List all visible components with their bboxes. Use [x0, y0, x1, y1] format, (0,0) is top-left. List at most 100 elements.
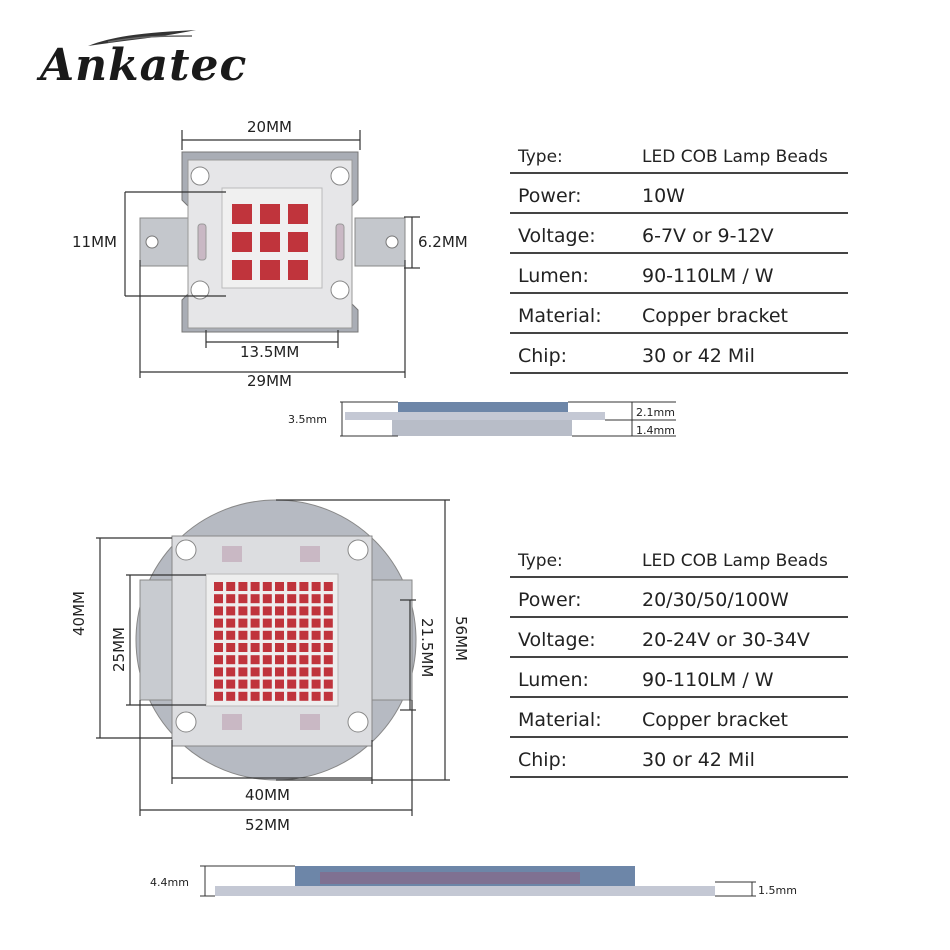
led-chip [311, 691, 321, 701]
led-chip [214, 691, 223, 701]
small-profile-top-label: 2.1mm [636, 406, 675, 419]
led-chip [323, 643, 333, 652]
led-chip [299, 630, 309, 640]
spec-value: 30 or 42 Mil [642, 749, 755, 771]
led-chip [232, 204, 252, 224]
led-chip [250, 667, 260, 677]
led-chip [262, 667, 272, 677]
led-chip [214, 582, 223, 591]
led-chip [323, 582, 333, 591]
led-chip [262, 679, 272, 689]
led-chip [250, 594, 260, 604]
spec-key: Material: [518, 709, 602, 731]
led-chip [299, 691, 309, 701]
led-chip [214, 606, 223, 616]
led-chip [299, 618, 309, 628]
small-led-array [232, 204, 308, 280]
led-chip [214, 594, 223, 604]
spec-key: Type: [518, 551, 563, 571]
large-right-height-label: 21.5MM [418, 618, 436, 678]
led-chip [262, 691, 272, 701]
led-chip [232, 232, 252, 252]
spec-key: Power: [518, 185, 582, 207]
spec-key: Voltage: [518, 629, 596, 651]
led-chip [287, 630, 297, 640]
led-chip [238, 630, 248, 640]
led-chip [250, 582, 260, 591]
led-chip [323, 630, 333, 640]
led-chip [226, 691, 236, 701]
spec-row: Lumen:90-110LM / W [510, 658, 848, 698]
spec-key: Chip: [518, 345, 568, 367]
led-chip [238, 618, 248, 628]
led-chip [238, 606, 248, 616]
led-chip [275, 691, 284, 701]
led-chip [287, 691, 297, 701]
led-chip [287, 618, 297, 628]
led-chip [250, 679, 260, 689]
small-spec-table: Type:LED COB Lamp Beads Power:10W Voltag… [510, 142, 848, 374]
led-chip [214, 630, 223, 640]
led-chip [311, 630, 321, 640]
led-chip [287, 643, 297, 652]
led-chip [287, 679, 297, 689]
led-chip [299, 643, 309, 652]
spec-value: 20/30/50/100W [642, 589, 789, 611]
led-chip [311, 655, 321, 665]
led-chip [275, 630, 284, 640]
led-chip [262, 630, 272, 640]
spec-row: Material:Copper bracket [510, 294, 848, 334]
spec-row: Power:10W [510, 174, 848, 214]
led-chip [311, 667, 321, 677]
led-chip [250, 618, 260, 628]
spec-row: Chip: 30 or 42 Mil [510, 334, 848, 374]
small-inner-width-label: 13.5MM [240, 343, 300, 361]
led-chip [323, 691, 333, 701]
led-chip [323, 655, 333, 665]
spec-row: Type:LED COB Lamp Beads [510, 142, 848, 174]
led-chip [214, 655, 223, 665]
spec-value: Copper bracket [642, 709, 788, 731]
led-chip [299, 582, 309, 591]
led-chip [260, 260, 280, 280]
spec-value: 30 or 42 Mil [642, 345, 755, 367]
led-chip [226, 594, 236, 604]
led-chip [311, 679, 321, 689]
led-chip [226, 618, 236, 628]
led-chip [299, 606, 309, 616]
led-chip [287, 582, 297, 591]
small-left-height-label: 11MM [72, 233, 117, 251]
led-chip [262, 655, 272, 665]
spec-key: Power: [518, 589, 582, 611]
led-chip [275, 679, 284, 689]
led-chip [287, 655, 297, 665]
spec-row: Material: Copper bracket [510, 698, 848, 738]
led-chip [275, 643, 284, 652]
led-chip [238, 643, 248, 652]
led-chip [238, 594, 248, 604]
led-chip [238, 655, 248, 665]
spec-value: 90-110LM / W [642, 669, 774, 691]
led-chip [288, 260, 308, 280]
large-inner-height-label: 25MM [110, 627, 128, 672]
led-chip [323, 679, 333, 689]
led-chip [275, 618, 284, 628]
led-chip [226, 582, 236, 591]
led-chip [226, 655, 236, 665]
led-chip [238, 582, 248, 591]
led-chip [250, 606, 260, 616]
led-chip [275, 667, 284, 677]
led-chip [311, 582, 321, 591]
led-chip [323, 606, 333, 616]
large-inner-width-label: 40MM [245, 786, 290, 804]
led-chip [226, 606, 236, 616]
led-chip [299, 594, 309, 604]
large-total-height-label: 56MM [452, 616, 470, 661]
led-chip [287, 606, 297, 616]
spec-value: LED COB Lamp Beads [642, 147, 828, 167]
led-chip [288, 204, 308, 224]
led-chip [232, 260, 252, 280]
led-chip [311, 594, 321, 604]
led-chip [275, 582, 284, 591]
